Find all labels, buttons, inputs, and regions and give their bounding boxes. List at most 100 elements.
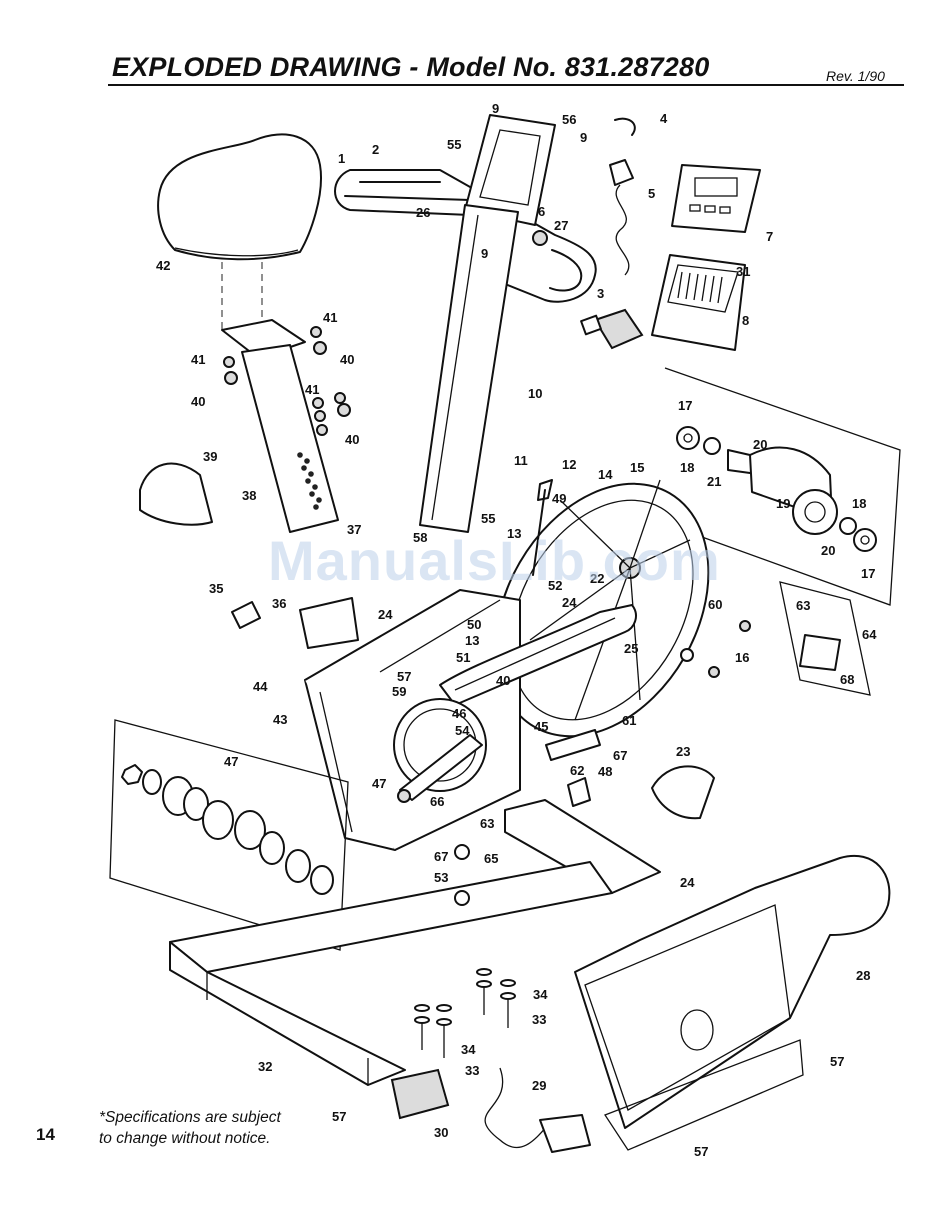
callout-6a: 6	[538, 204, 545, 219]
callout-20a: 20	[753, 437, 767, 452]
computer-display-part	[671, 164, 761, 233]
callout-47a: 47	[224, 754, 238, 769]
page-title: EXPLODED DRAWING - Model No. 831.287280	[112, 52, 710, 82]
callout-24a: 24	[378, 607, 393, 622]
note-line-2: to change without notice.	[99, 1130, 271, 1147]
callout-13b: 13	[465, 633, 479, 648]
rear-shroud-part	[574, 855, 891, 1151]
callout-39: 39	[203, 449, 217, 464]
callout-41a: 41	[323, 310, 337, 325]
chain-guard-part	[439, 604, 637, 706]
callout-25: 25	[624, 641, 638, 656]
callout-34a: 34	[533, 987, 548, 1002]
callout-64: 64	[862, 627, 877, 642]
callout-68: 68	[840, 672, 854, 687]
callout-31: 31	[736, 264, 750, 279]
callout-49: 49	[552, 491, 566, 506]
page-number: 14	[36, 1125, 55, 1144]
main-post-part	[419, 204, 519, 533]
callout-42: 42	[156, 258, 170, 273]
callout-41c: 41	[305, 382, 319, 397]
callout-63a: 63	[796, 598, 810, 613]
pulse-cable-part	[609, 117, 636, 276]
callout-18b: 18	[852, 496, 866, 511]
callout-67b: 67	[434, 849, 448, 864]
callout-62: 62	[570, 763, 584, 778]
callout-59: 59	[392, 684, 406, 699]
callout-43: 43	[273, 712, 287, 727]
callout-51: 51	[456, 650, 470, 665]
callout-37: 37	[347, 522, 361, 537]
leveler-feet	[414, 968, 516, 1058]
callout-23: 23	[676, 744, 690, 759]
callout-4: 4	[660, 111, 668, 126]
callout-52: 52	[548, 578, 562, 593]
computer-mount-part	[464, 114, 556, 246]
callout-20b: 20	[821, 543, 835, 558]
power-parts	[390, 1067, 591, 1153]
callout-65: 65	[484, 851, 498, 866]
callout-40d: 40	[496, 673, 510, 688]
callout-labels: 1 2 3 4 5 6 7 8 9 9 9 10 11 12 13 13 14 …	[156, 101, 877, 1159]
callout-54: 54	[455, 723, 470, 738]
revision-label: Rev. 1/90	[826, 68, 885, 84]
callout-57b: 57	[830, 1054, 844, 1069]
callout-24b: 24	[562, 595, 577, 610]
callout-22: 22	[590, 571, 604, 586]
callout-57d: 57	[694, 1144, 708, 1159]
callout-55b: 55	[481, 511, 495, 526]
callout-17b: 17	[861, 566, 875, 581]
callout-28: 28	[856, 968, 870, 983]
callout-57a: 57	[397, 669, 411, 684]
title-underline	[108, 84, 904, 86]
callout-5: 5	[648, 186, 655, 201]
callout-55a: 55	[447, 137, 461, 152]
misc-hardware	[231, 479, 871, 906]
callout-40c: 40	[345, 432, 359, 447]
callout-15: 15	[630, 460, 644, 475]
callout-16: 16	[735, 650, 749, 665]
flywheel-internals-panel	[654, 367, 901, 606]
callout-63b: 63	[480, 816, 494, 831]
base-frame-part	[169, 799, 661, 1086]
pedal-parts	[139, 462, 715, 820]
callout-18a: 18	[680, 460, 694, 475]
seat-post-part	[221, 319, 339, 533]
callout-17a: 17	[678, 398, 692, 413]
callout-33a: 33	[532, 1012, 546, 1027]
callout-30: 30	[434, 1125, 448, 1140]
callout-53: 53	[434, 870, 448, 885]
callout-40a: 40	[340, 352, 354, 367]
callout-1: 1	[338, 151, 345, 166]
chainring-part	[393, 698, 487, 803]
callout-57c: 57	[332, 1109, 346, 1124]
callout-66: 66	[430, 794, 444, 809]
callout-32: 32	[258, 1059, 272, 1074]
callout-44: 44	[253, 679, 268, 694]
callout-13a: 13	[507, 526, 521, 541]
callout-45: 45	[534, 719, 548, 734]
callout-7: 7	[766, 229, 773, 244]
callout-50: 50	[467, 617, 481, 632]
callout-26: 26	[416, 205, 430, 220]
callout-46: 46	[452, 706, 466, 721]
callout-10: 10	[528, 386, 542, 401]
callout-2: 2	[372, 142, 379, 157]
callout-35: 35	[209, 581, 223, 596]
callout-27: 27	[554, 218, 568, 233]
callout-3: 3	[597, 286, 604, 301]
callout-47b: 47	[372, 776, 386, 791]
seat-part	[157, 133, 322, 330]
callout-21: 21	[707, 474, 721, 489]
specification-note: *Specifications are subject to change wi…	[99, 1107, 281, 1149]
callout-36: 36	[272, 596, 286, 611]
callout-61: 61	[622, 713, 636, 728]
note-line-1: *Specifications are subject	[99, 1109, 281, 1126]
callout-60: 60	[708, 597, 722, 612]
callout-24c: 24	[680, 875, 695, 890]
callout-41b: 41	[191, 352, 205, 367]
callout-9a: 9	[492, 101, 499, 116]
handlebar-part	[334, 169, 597, 303]
callout-12: 12	[562, 457, 576, 472]
